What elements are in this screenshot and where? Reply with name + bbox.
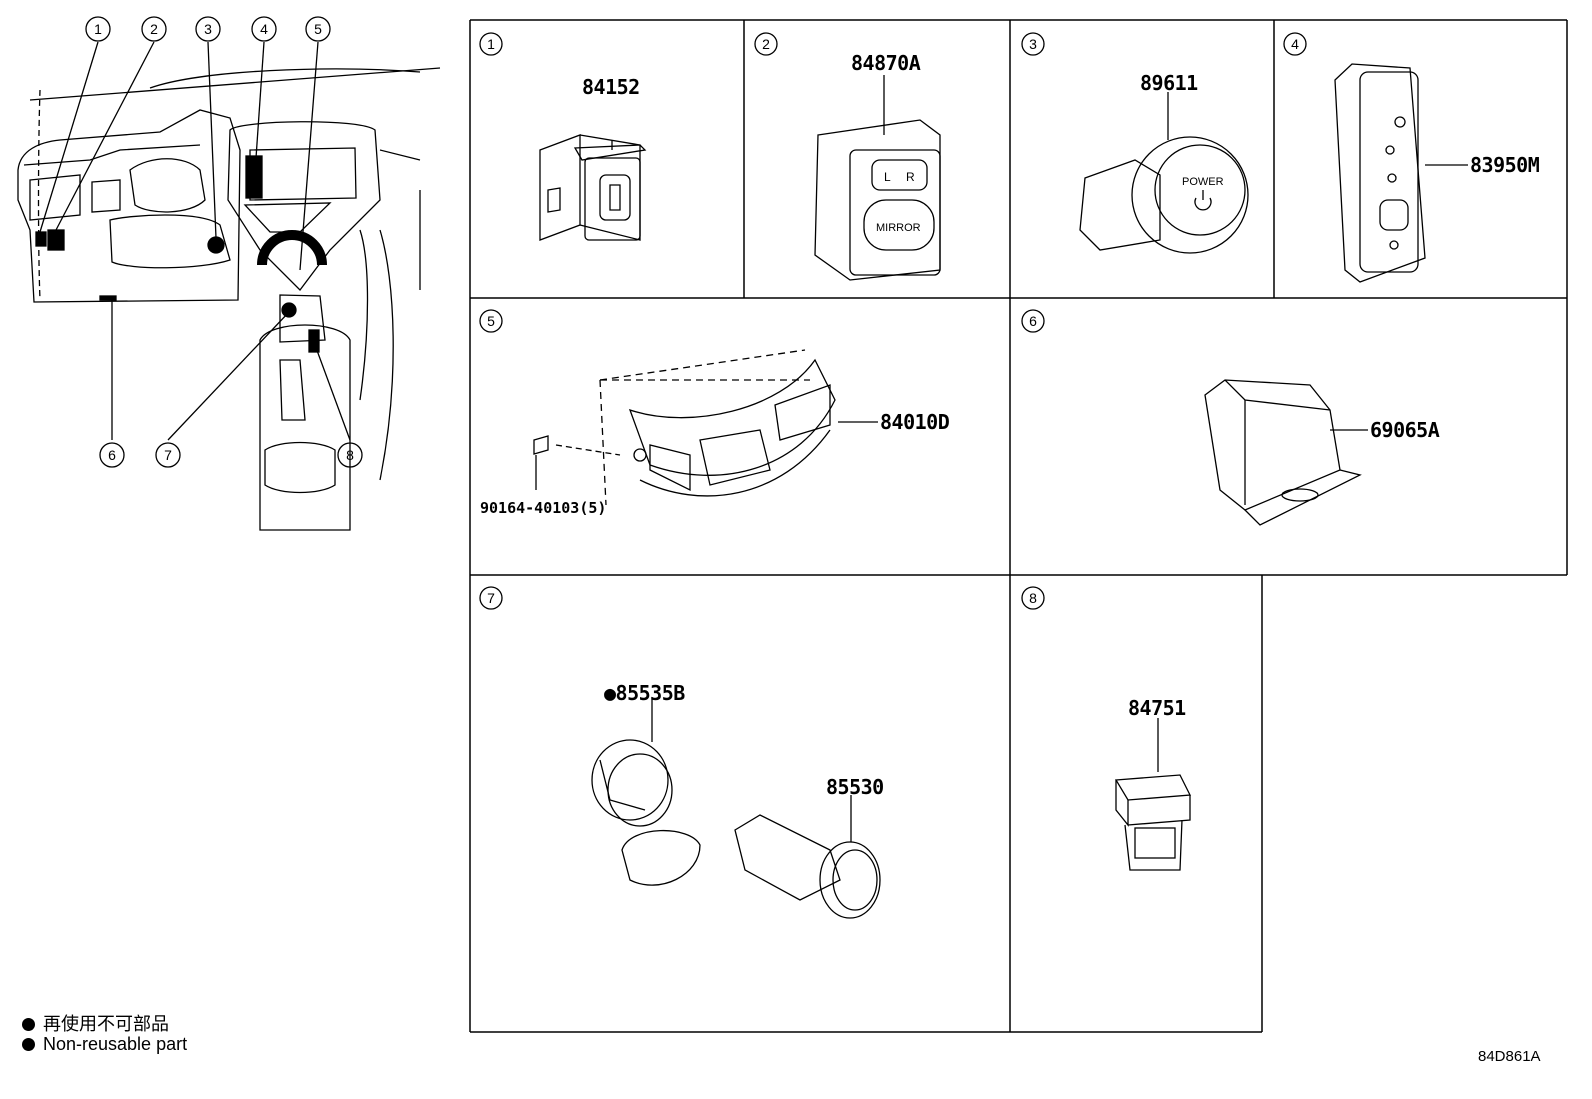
panel-5-number: 5 [487, 313, 495, 329]
part-84010D: 84010D [880, 410, 950, 434]
panel-2-number-ring [754, 32, 778, 56]
callout-7-label: 7 [164, 447, 172, 463]
non-reusable-dot-icon [22, 1038, 35, 1051]
panel-1-number-ring [479, 32, 503, 56]
non-reusable-dot-icon [22, 1018, 35, 1031]
callout-3-label: 3 [204, 21, 212, 37]
panel-numbers: 1 2 3 4 5 6 7 8 [479, 32, 1307, 610]
callout-1-label: 1 [94, 21, 102, 37]
legend-japanese: 再使用不可部品 [22, 1010, 169, 1036]
part-69065A: 69065A [1370, 418, 1440, 442]
dashboard-overview [17, 41, 441, 531]
legend-english-text: Non-reusable part [43, 1034, 188, 1054]
power-label: POWER [1182, 176, 1224, 188]
legend-english: Non-reusable part [22, 1034, 187, 1055]
part-84751: 84751 [1128, 696, 1186, 720]
panel-grid [469, 19, 1568, 1033]
panel-4-number-ring [1283, 32, 1307, 56]
callout-3 [195, 16, 221, 42]
part-84152: 84152 [582, 75, 640, 99]
panel-5-switch-bezel: 84010D 90164-40103(5) [480, 349, 950, 517]
callout-5-label: 5 [314, 21, 322, 37]
mirror-l-label: L [884, 170, 891, 184]
panel-8-switch: 84751 [1114, 696, 1192, 871]
callout-2 [141, 16, 167, 42]
part-90164-40103: 90164-40103(5) [480, 499, 606, 517]
panel-2-mirror-switch: L R MIRROR 84870A [814, 51, 941, 281]
panel-7-socket: ●85535B 85530 [591, 681, 884, 919]
panel-2-number: 2 [762, 36, 770, 52]
callout-5 [305, 16, 331, 42]
reference-code: 84D861A [1478, 1048, 1541, 1065]
panel-1-number: 1 [487, 36, 495, 52]
mirror-r-label: R [906, 170, 915, 184]
part-84870A: 84870A [851, 51, 921, 75]
panel-8-number: 8 [1029, 590, 1037, 606]
panel-5-number-ring [479, 309, 503, 333]
overview-callouts: 1 2 3 4 5 6 7 8 [85, 16, 363, 468]
panel-4-number: 4 [1291, 36, 1299, 52]
callout-6 [99, 442, 125, 468]
mirror-label: MIRROR [876, 222, 921, 234]
panel-7-number-ring [479, 586, 503, 610]
callout-1 [85, 16, 111, 42]
panel-3-number: 3 [1029, 36, 1037, 52]
panel-3-power-switch: POWER 89611 [1079, 71, 1249, 254]
panel-4-switch-strip: 83950M [1334, 63, 1540, 283]
part-85535B: ●85535B [604, 681, 685, 705]
legend-japanese-text: 再使用不可部品 [43, 1014, 169, 1035]
callout-6-label: 6 [108, 447, 116, 463]
panel-7-number: 7 [487, 590, 495, 606]
panel-6-number-ring [1021, 309, 1045, 333]
callout-2-label: 2 [150, 21, 158, 37]
panel-6-switch: 69065A [1204, 379, 1440, 526]
part-83950M: 83950M [1470, 153, 1540, 177]
panel-3-number-ring [1021, 32, 1045, 56]
callout-4-label: 4 [260, 21, 268, 37]
callout-4 [251, 16, 277, 42]
part-89611: 89611 [1140, 71, 1198, 95]
panel-6-number: 6 [1029, 313, 1037, 329]
callout-8-label: 8 [346, 447, 354, 463]
callout-7 [155, 442, 181, 468]
panel-8-number-ring [1021, 586, 1045, 610]
part-85530: 85530 [826, 775, 884, 799]
panel-1-switch: 84152 [539, 75, 647, 241]
callout-8 [337, 442, 363, 468]
